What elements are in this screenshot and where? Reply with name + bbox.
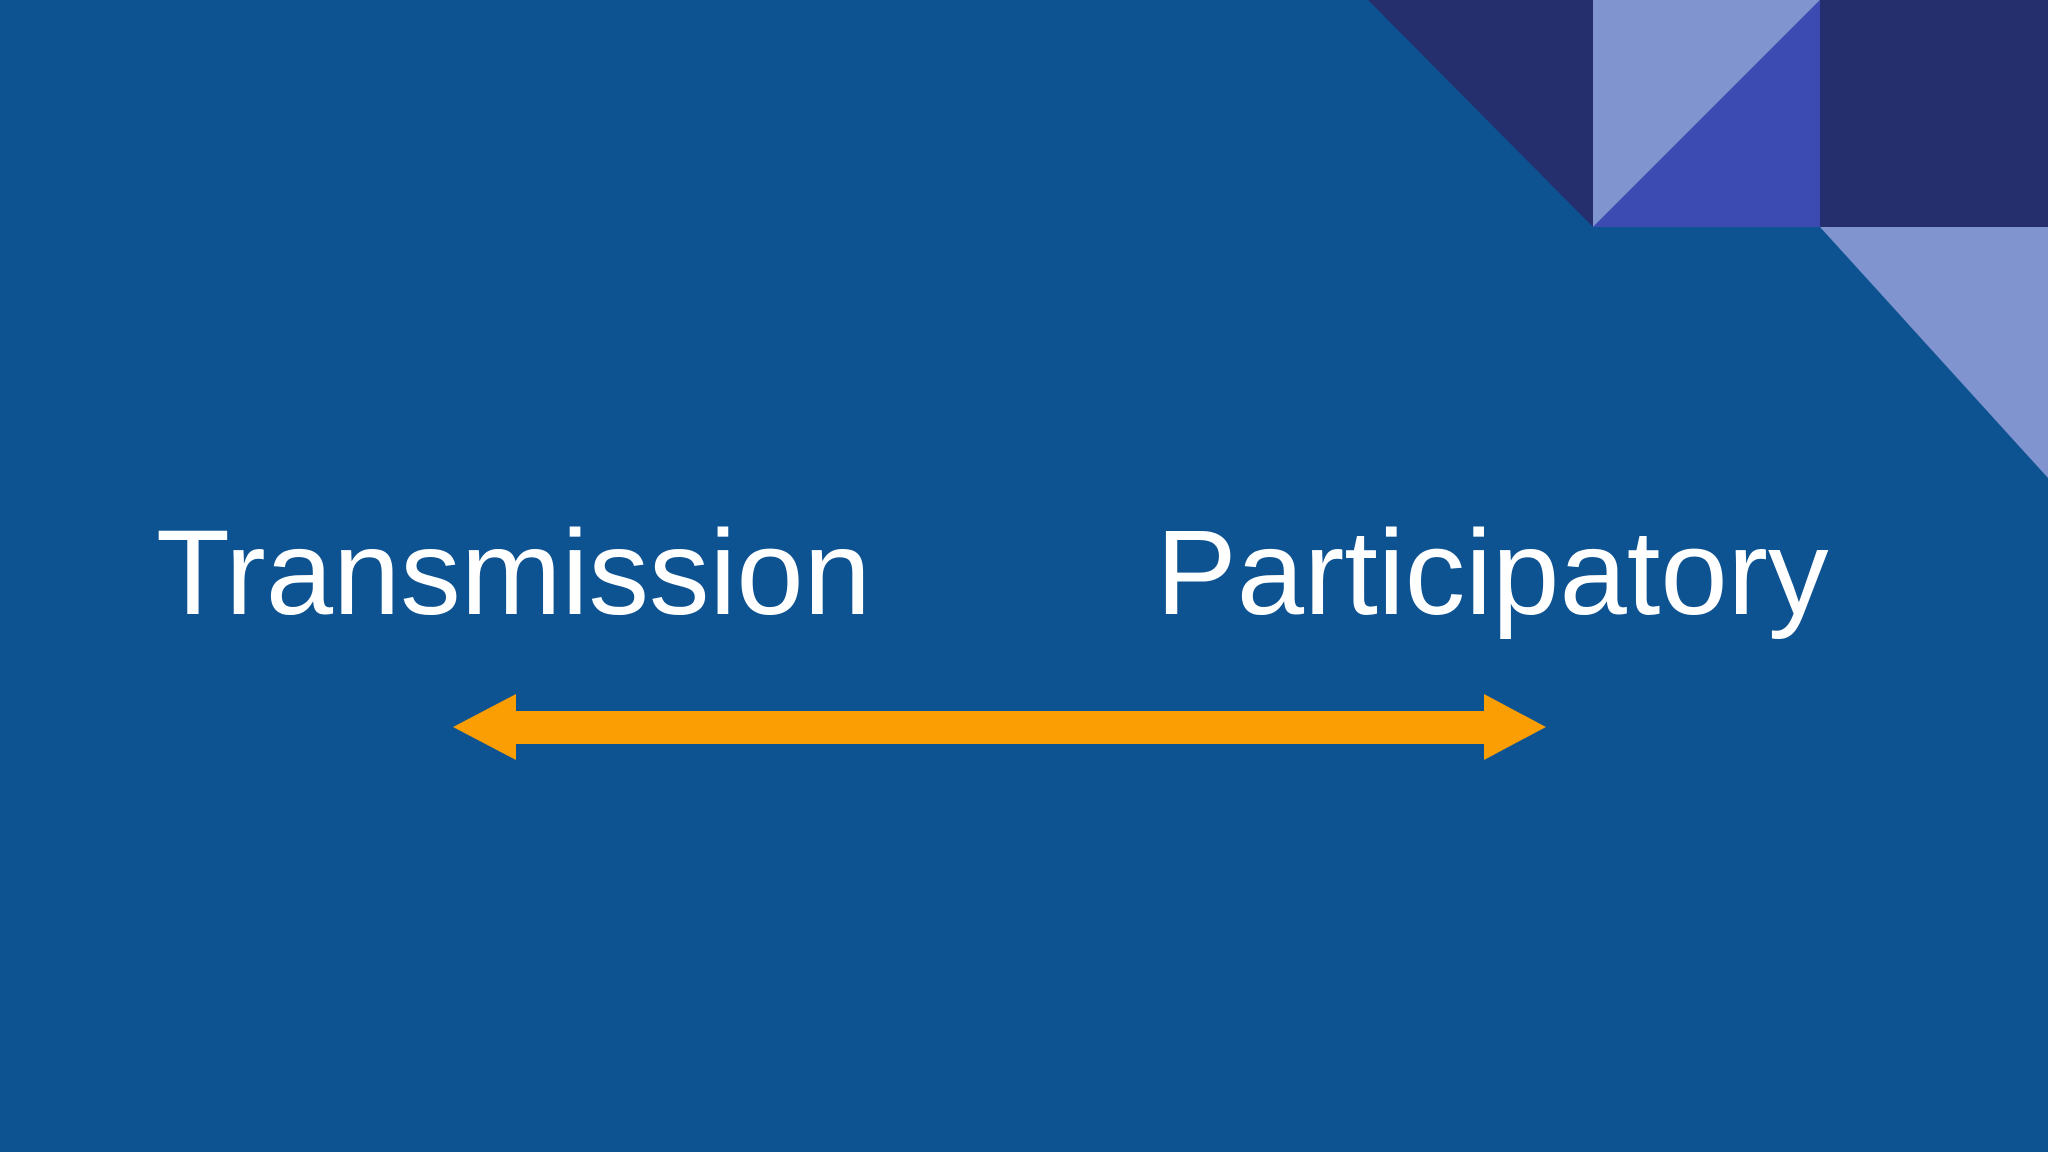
left-concept-label: Transmission — [156, 504, 871, 640]
corner-triangle-periwinkle-lower — [1820, 227, 2048, 478]
double-headed-arrow-icon — [453, 694, 1546, 760]
corner-triangle-medium-blue — [1593, 0, 1820, 227]
corner-square-navy-right — [1820, 0, 2048, 227]
corner-decoration — [1368, 0, 2048, 478]
right-concept-label: Participatory — [1156, 504, 1829, 640]
corner-triangle-navy-left — [1368, 0, 1593, 227]
